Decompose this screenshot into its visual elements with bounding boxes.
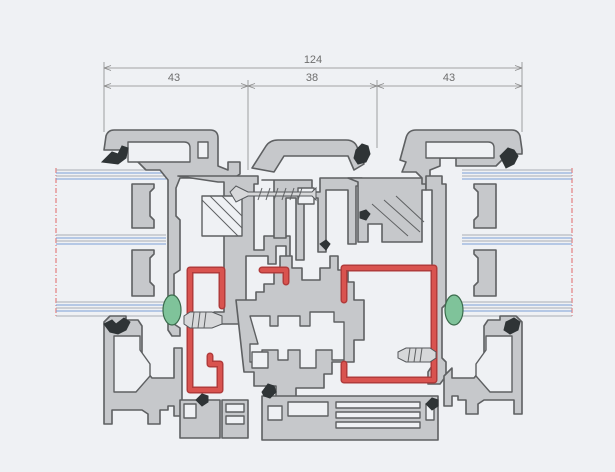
gasket-right: [444, 294, 464, 326]
screw-top: [229, 185, 317, 203]
dim-right-label: 43: [443, 72, 455, 84]
glass-unit-right: [462, 168, 573, 318]
left-frame-profile: [103, 315, 249, 439]
gaskets: [100, 143, 521, 411]
right-frame-profile: [443, 315, 523, 415]
dimension-lines: 124 43 38 43: [103, 54, 523, 170]
screw-right: [397, 347, 437, 363]
screw-left: [183, 311, 223, 329]
steel-reinforcement-right: [340, 264, 438, 384]
gasket-left: [162, 294, 182, 326]
steel-reinforcement-left: [186, 266, 290, 394]
dim-middle-label: 38: [306, 72, 318, 84]
dim-left-label: 43: [168, 72, 180, 84]
dim-total-label: 124: [304, 54, 322, 66]
center-mullion-profile: [177, 139, 439, 441]
glass-unit-left: [55, 168, 166, 318]
